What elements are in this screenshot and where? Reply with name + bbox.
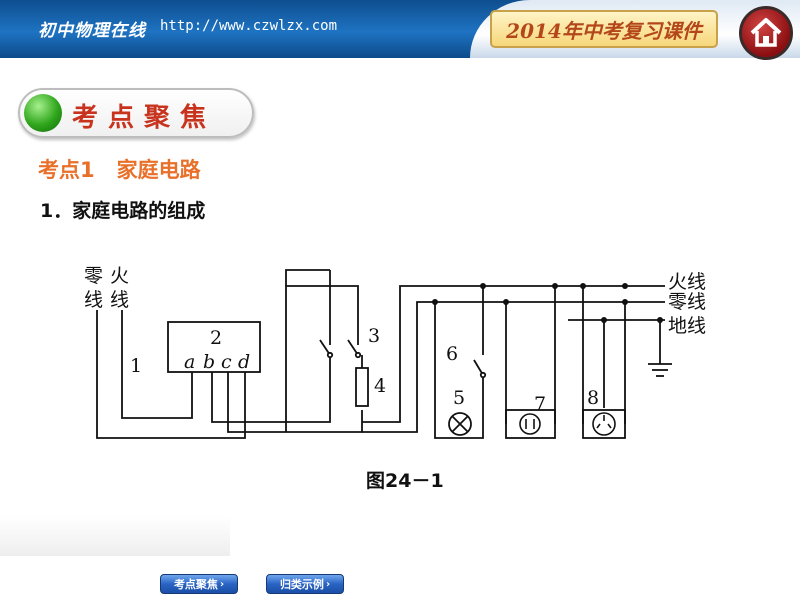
home-button[interactable]: [739, 6, 793, 60]
label-8: 8: [587, 387, 599, 409]
socket-8-box: [582, 409, 626, 439]
label-7: 7: [534, 393, 546, 415]
right-label-ground: 地线: [668, 315, 706, 337]
focus-nav-button[interactable]: 考点聚焦›: [160, 574, 238, 594]
topic-title: 家庭电路: [116, 158, 201, 182]
neutral-trunk: [362, 301, 665, 433]
right-label-live: 火线: [668, 271, 706, 293]
meter-out-b: [211, 355, 331, 423]
subheading: 1．家庭电路的组成: [40, 200, 206, 222]
label-1: 1: [130, 355, 142, 377]
socket-7-face: [519, 413, 541, 435]
label-4: 4: [374, 375, 386, 397]
left-label-live-1: 火: [110, 265, 129, 287]
lamp-branch: [434, 302, 460, 439]
section-title: 考点聚焦: [72, 103, 217, 133]
left-label-neutral-1: 零: [84, 265, 103, 287]
examples-nav-button[interactable]: 归类示例›: [266, 574, 344, 594]
brand-logo: 初中物理在线: [38, 21, 146, 41]
header-bar: 初中物理在线 http://www.czwlzx.com 2014年中考复习课件: [0, 0, 800, 60]
label-3: 3: [368, 325, 380, 347]
switch-3-upper: [285, 285, 359, 432]
label-6: 6: [446, 343, 458, 365]
topic-heading: 考点1 家庭电路: [38, 154, 201, 184]
terminal-a: a: [184, 351, 195, 373]
examples-nav-label: 归类示例: [279, 578, 324, 591]
section-banner: 考点聚焦: [18, 88, 254, 138]
focus-nav-label: 考点聚焦: [173, 578, 218, 591]
meter-box: [167, 321, 261, 373]
label-5: 5: [453, 387, 465, 409]
terminal-d: d: [238, 351, 250, 373]
left-label-live-2: 线: [110, 289, 129, 311]
fuse-4: [355, 367, 369, 407]
site-url[interactable]: http://www.czwlzx.com: [160, 18, 338, 34]
topic-label: 考点1: [38, 158, 95, 182]
label-2: 2: [210, 327, 222, 349]
chevron-right-icon: ›: [325, 578, 331, 590]
lamp-return: [460, 375, 484, 439]
socket-8-face: [592, 412, 616, 436]
green-dot-icon: [24, 94, 62, 132]
live-trunk: [362, 285, 665, 423]
home-icon: [750, 18, 782, 47]
neutral-feed-wire: [96, 310, 246, 439]
terminal-b: b: [203, 351, 215, 373]
figure-caption: 图24－1: [366, 470, 444, 492]
course-title: 2014年中考复习课件: [490, 10, 718, 48]
left-label-neutral-2: 线: [84, 289, 103, 311]
neutral-run: [285, 269, 330, 286]
bottom-band: [0, 516, 230, 556]
meter-out-c: [227, 372, 363, 433]
right-label-neutral: 零线: [668, 291, 706, 313]
terminal-c: c: [221, 351, 232, 373]
socket-7-box: [505, 409, 556, 439]
live-feed-wire: [121, 310, 193, 419]
chevron-right-icon: ›: [219, 578, 225, 590]
